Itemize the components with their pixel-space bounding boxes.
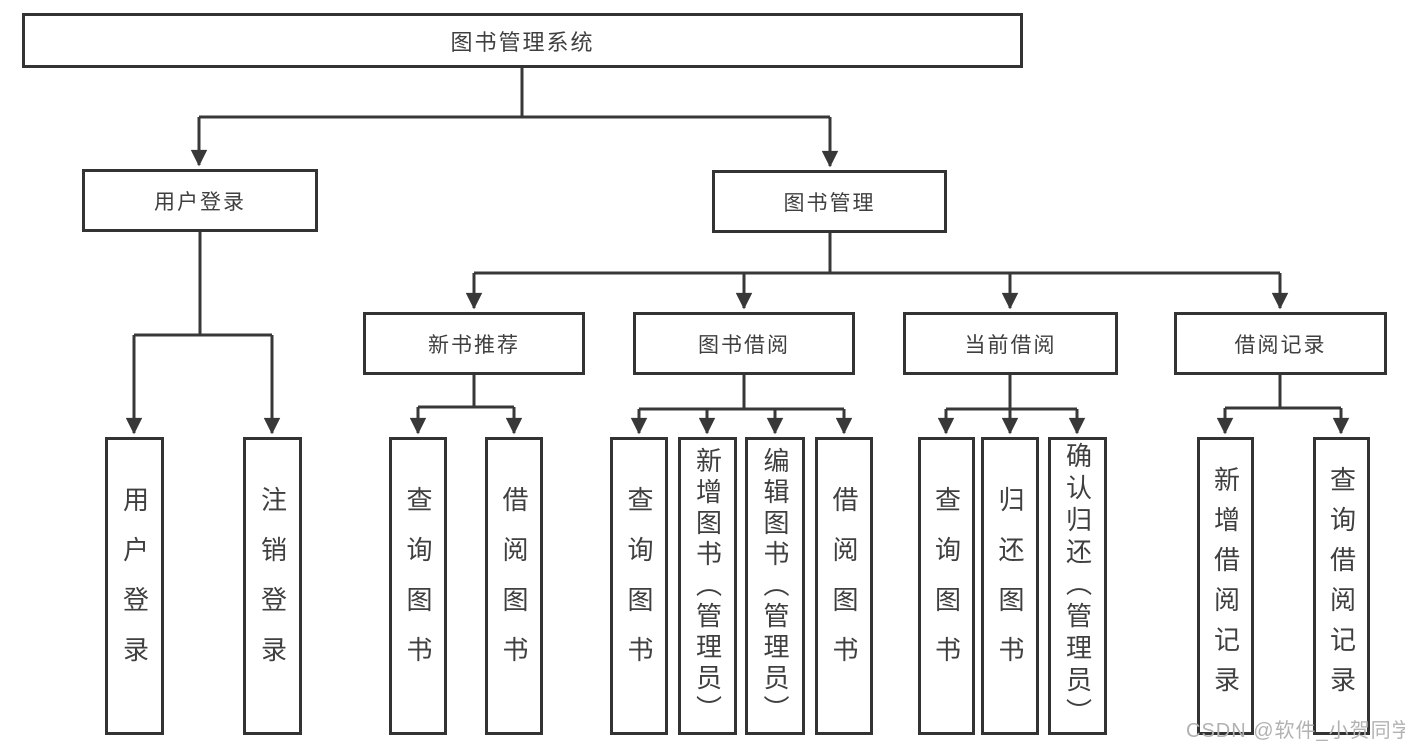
- leaf-borrow-book-recommend: 借阅图书: [485, 437, 543, 735]
- leaf-logout: 注销登录: [243, 437, 302, 735]
- leaf-query-borrow-record: 查询借阅记录: [1313, 437, 1370, 735]
- leaf-add-borrow-record: 新增借阅记录: [1197, 437, 1254, 735]
- leaf-confirm-return-admin: 确认归还（管理员）: [1048, 437, 1107, 735]
- leaf-borrow-book: 借阅图书: [815, 437, 873, 735]
- leaf-query-book-current: 查询图书: [918, 437, 975, 735]
- node-user-login: 用户登录: [82, 169, 318, 232]
- leaf-user-login: 用户登录: [105, 437, 164, 735]
- node-borrow-records: 借阅记录: [1174, 312, 1387, 375]
- leaf-query-book-borrow: 查询图书: [610, 437, 668, 735]
- connector-trunks: [134, 68, 1341, 411]
- node-current-borrow: 当前借阅: [903, 312, 1118, 375]
- node-root-system: 图书管理系统: [22, 13, 1023, 68]
- node-book-borrow: 图书借阅: [633, 312, 855, 375]
- leaf-return-book: 归还图书: [981, 437, 1039, 735]
- leaf-query-book-recommend: 查询图书: [389, 437, 447, 735]
- leaf-edit-book-admin: 编辑图书（管理员）: [745, 437, 805, 735]
- csdn-watermark: CSDN @软件_小贺同学: [1186, 720, 1405, 742]
- node-new-book-recommend: 新书推荐: [363, 312, 585, 375]
- node-book-management: 图书管理: [712, 170, 947, 233]
- leaf-add-book-admin: 新增图书（管理员）: [678, 437, 737, 735]
